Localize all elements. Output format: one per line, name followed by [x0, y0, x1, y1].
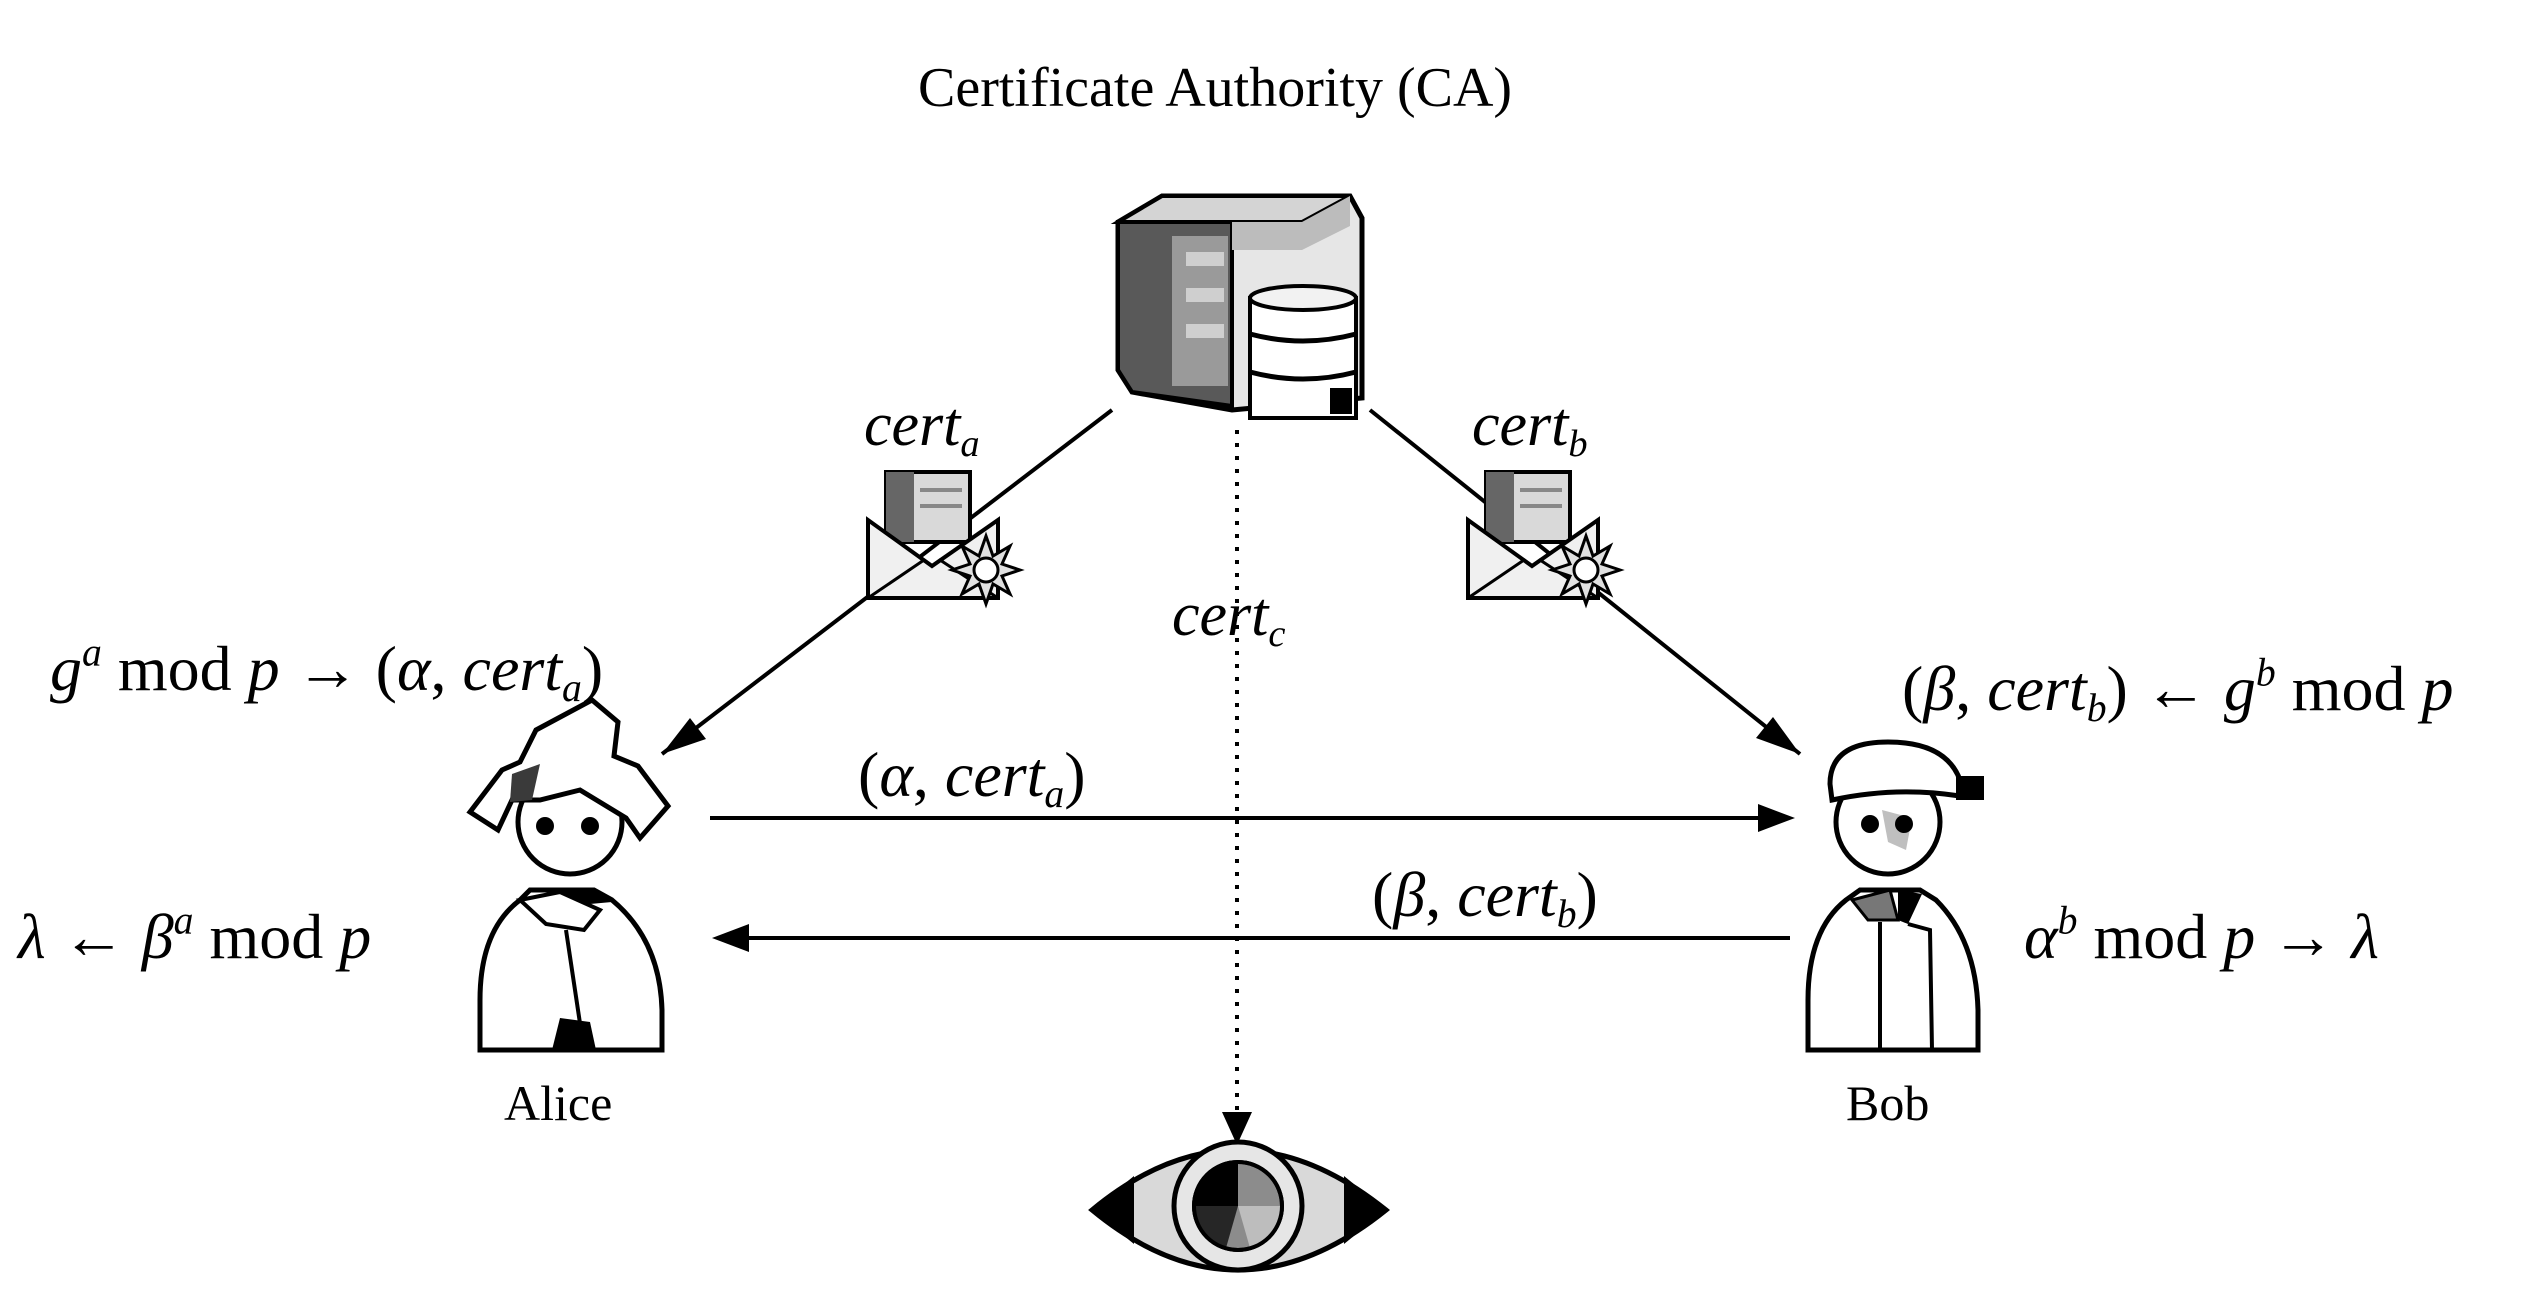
alice-name-label: Alice	[504, 1075, 613, 1131]
alice-to-bob-arrowhead	[1758, 804, 1795, 832]
ca-title: Certificate Authority (CA)	[918, 57, 1513, 119]
bob-send-equation: (β, certb) ← gb mod p	[1902, 650, 2454, 731]
database-stack	[1248, 284, 1358, 420]
cert-a-label: certa	[864, 391, 980, 465]
bob-to-alice-message: (β, certb)	[1372, 859, 1598, 937]
cert-c-label: certc	[1172, 581, 1286, 655]
bob-key-equation: αb mod p → λ	[2024, 898, 2379, 972]
ca-to-bob-arrowhead	[1756, 717, 1800, 754]
alice-to-bob-message: (α, certa)	[858, 739, 1086, 817]
bob-person-icon	[1805, 739, 1984, 1053]
server-database-icon	[1110, 193, 1365, 420]
ca-to-alice-arrowhead	[662, 718, 706, 754]
alice-person-icon	[466, 696, 672, 1053]
sealed-envelope-icon	[866, 470, 1025, 609]
eye-icon	[1088, 1139, 1390, 1273]
alice-key-equation: λ ← βa mod p	[18, 898, 372, 972]
ca-to-eve-arrowhead	[1222, 1112, 1252, 1145]
cert-b-label: certb	[1472, 391, 1588, 465]
sealed-envelope-icon	[1466, 470, 1625, 609]
bob-name-label: Bob	[1846, 1075, 1930, 1131]
alice-send-equation: ga mod p → (α, certa)	[50, 630, 604, 711]
bob-to-alice-arrowhead	[712, 924, 749, 952]
